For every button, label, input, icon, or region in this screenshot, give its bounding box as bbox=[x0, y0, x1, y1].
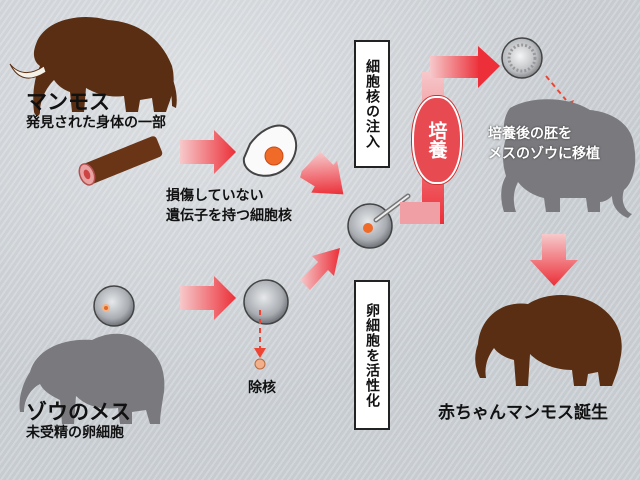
elephant-silhouette bbox=[19, 333, 165, 424]
arrow-egg-to-enucleated bbox=[180, 276, 236, 320]
elephant-subtitle: 未受精の卵細胞 bbox=[26, 425, 124, 441]
activation-label-box: 卵細胞を活性化 bbox=[354, 280, 390, 430]
baby-mammoth-silhouette bbox=[475, 295, 622, 386]
transfer-label-line1: 培養後の胚を bbox=[488, 126, 572, 142]
arrow-nucleus-to-injection bbox=[300, 151, 344, 195]
nucleus-dot bbox=[264, 146, 284, 166]
elephant-title: ゾウのメス bbox=[26, 400, 131, 424]
arrow-down-to-birth bbox=[530, 234, 578, 286]
damaged-nucleus-label-line1: 損傷していない bbox=[166, 188, 264, 204]
birth-label: 赤ちゃんマンモス誕生 bbox=[438, 403, 608, 423]
transfer-label-line2: メスのゾウに移植 bbox=[488, 146, 600, 162]
damaged-nucleus-label: 損傷していない 遺伝子を持つ細胞核 bbox=[166, 186, 292, 226]
mammoth-leg-fragment bbox=[78, 136, 163, 186]
removed-nucleus bbox=[254, 358, 266, 370]
egg-cell bbox=[93, 285, 135, 327]
injection-label-box: 細胞核の注入 bbox=[354, 40, 390, 168]
arrow-leg-to-nucleus bbox=[180, 130, 236, 174]
culture-badge: 培養 bbox=[412, 96, 462, 184]
damaged-nucleus-label-line2: 遺伝子を持つ細胞核 bbox=[166, 208, 292, 224]
embryo-cell bbox=[501, 37, 543, 79]
mammoth-subtitle: 発見された身体の一部 bbox=[26, 115, 166, 131]
enucleation-label: 除核 bbox=[248, 380, 276, 396]
mammoth-silhouette bbox=[33, 17, 177, 116]
surrogate-elephant-silhouette bbox=[501, 99, 636, 218]
mammoth-tusk bbox=[9, 63, 47, 79]
arrow-enucleated-to-injection bbox=[300, 248, 340, 290]
embryo-transfer-dashed-arrow bbox=[545, 75, 567, 101]
enucleated-cell bbox=[243, 279, 289, 325]
mammoth-title: マンモス bbox=[26, 90, 110, 114]
transfer-label: 培養後の胚を メスのゾウに移植 bbox=[488, 124, 600, 164]
injected-nucleus bbox=[363, 223, 373, 233]
